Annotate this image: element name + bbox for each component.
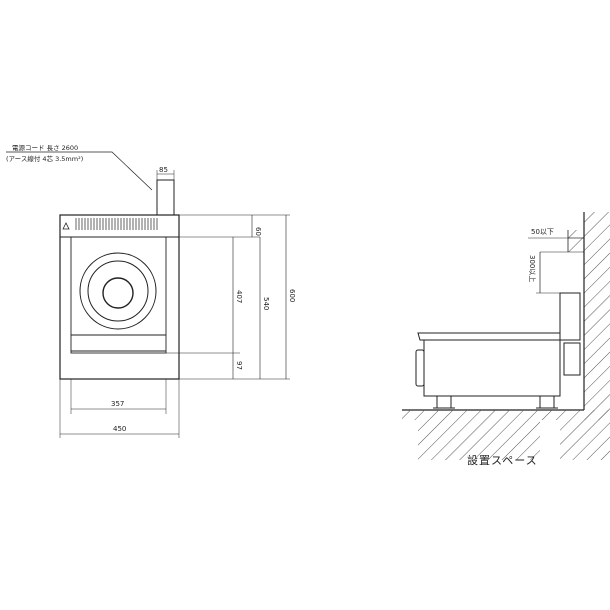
rear-box bbox=[563, 342, 581, 376]
backsplash bbox=[559, 292, 581, 341]
dim-cord-width: 85 bbox=[159, 166, 168, 174]
dim-zone-depth: 407 bbox=[235, 290, 243, 303]
dim-rear-clearance: 50以下 bbox=[531, 228, 554, 236]
cord-note: 電源コード 長さ 2600 (アース線付 4芯 3.5mm²) bbox=[6, 143, 153, 191]
range-body-outline bbox=[59, 214, 180, 380]
range-side-top bbox=[417, 332, 561, 341]
dim-total-width: 450 bbox=[113, 425, 126, 433]
burner-inner-ring bbox=[102, 277, 134, 309]
cord-leader-line bbox=[6, 151, 153, 191]
dim-inner-width: 357 bbox=[111, 400, 124, 408]
wall-hatch bbox=[584, 212, 610, 420]
cord-note-line1: 電源コード 長さ 2600 bbox=[12, 143, 78, 152]
front-foot bbox=[436, 395, 452, 409]
warning-triangle-icon bbox=[62, 222, 70, 230]
dim-total-depth: 600 bbox=[288, 289, 296, 302]
cooking-zone-panel bbox=[70, 236, 167, 354]
control-knob bbox=[415, 349, 425, 387]
burner-middle-ring bbox=[87, 260, 149, 322]
side-view-caption: 設置スペース bbox=[467, 453, 538, 467]
cord-note-line2: (アース線付 4芯 3.5mm²) bbox=[6, 154, 83, 163]
vent-slots bbox=[75, 218, 158, 230]
dim-inner-depth: 540 bbox=[262, 297, 270, 310]
dim-front-depth: 97 bbox=[235, 361, 243, 370]
dim-top-clearance: 300以上 bbox=[528, 255, 537, 282]
plan-view: 電源コード 長さ 2600 (アース線付 4芯 3.5mm²) 85 bbox=[6, 143, 296, 438]
rear-foot bbox=[539, 395, 555, 409]
burner-outer-ring bbox=[79, 252, 157, 330]
dim-top-margin: 60 bbox=[254, 227, 262, 236]
side-view: 50以下 300以上 設置スペース bbox=[402, 212, 610, 467]
cord-outlet-box bbox=[156, 179, 175, 216]
range-side-body bbox=[423, 339, 561, 397]
